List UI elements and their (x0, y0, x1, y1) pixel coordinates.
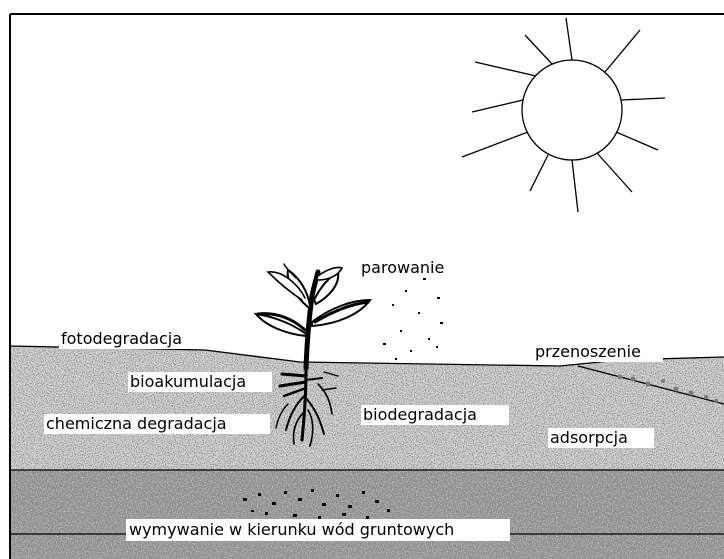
label-photodegradation: fotodegradacja (59, 329, 209, 349)
label-photodegradation-text: fotodegradacja (61, 329, 182, 348)
label-bioaccumulation-text: bioakumulacja (130, 372, 246, 391)
label-evaporation-text: parowanie (361, 258, 444, 277)
label-adsorption-text: adsorpcja (550, 428, 628, 447)
label-leaching-text: wymywanie w kierunku wód gruntowych (129, 520, 454, 539)
label-leaching: wymywanie w kierunku wód gruntowych (126, 519, 510, 541)
label-transport-text: przenoszenie (535, 342, 641, 361)
label-chemical-degradation: chemiczna degradacja (44, 414, 270, 434)
label-adsorption: adsorpcja (548, 428, 654, 448)
subsoil-texture (10, 470, 724, 559)
label-biodegradation-text: biodegradacja (363, 405, 477, 424)
label-transport: przenoszenie (533, 342, 663, 362)
label-bioaccumulation: bioakumulacja (128, 372, 272, 392)
label-evaporation: parowanie (359, 258, 444, 278)
label-biodegradation: biodegradacja (361, 405, 509, 425)
label-chemical-degradation-text: chemiczna degradacja (46, 414, 227, 433)
